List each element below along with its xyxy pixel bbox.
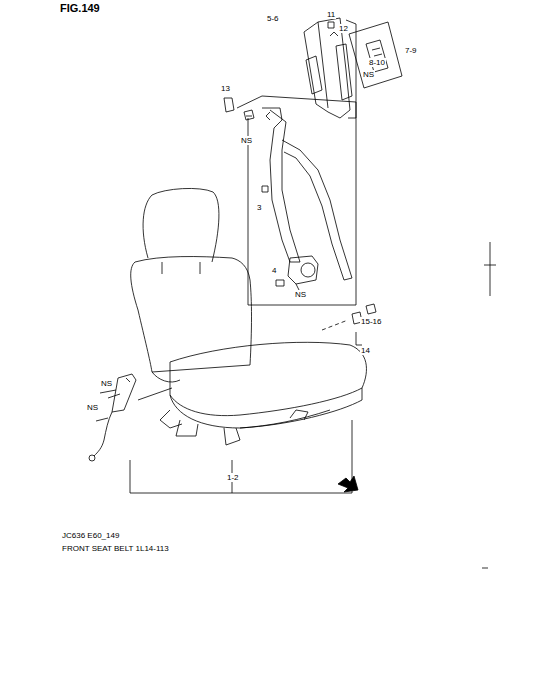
callout-number: 3 <box>256 203 262 212</box>
callout-number: 4 <box>271 266 277 275</box>
callout-number: 11 <box>326 10 336 19</box>
callout-number: 1-2 <box>226 473 240 482</box>
callout-number: 7-9 <box>404 46 418 55</box>
drawing-caption: FRONT SEAT BELT 1L14-113 <box>61 544 170 553</box>
drawing-code: JC636 E60_149 <box>61 531 120 540</box>
callout-number: 8-10 <box>368 58 386 67</box>
ns-mark: NS <box>86 403 99 412</box>
ns-mark: NS <box>362 70 375 79</box>
ns-mark: NS <box>100 379 113 388</box>
callout-number: 12 <box>338 24 349 33</box>
callout-number: 15-16 <box>360 317 382 326</box>
ns-mark: NS <box>294 290 307 299</box>
callout-number: 13 <box>220 84 231 93</box>
ns-mark: NS <box>240 136 253 145</box>
figure-title: FIG.149 <box>60 2 100 14</box>
callout-number: 14 <box>360 346 371 355</box>
callout-number: 5-6 <box>266 14 280 23</box>
